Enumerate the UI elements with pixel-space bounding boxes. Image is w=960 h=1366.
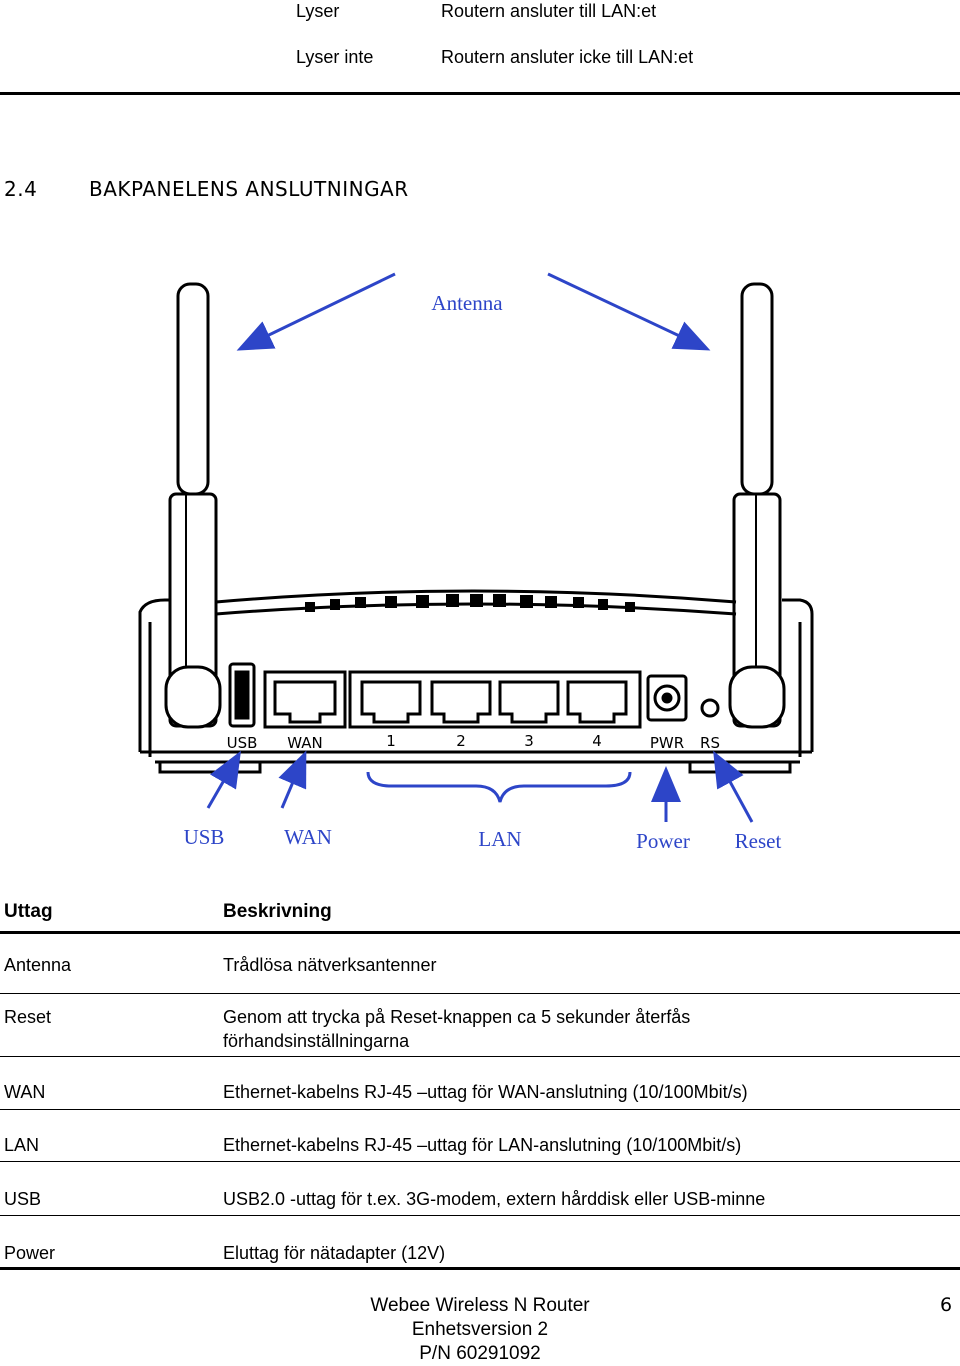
port-label-rs: RS: [700, 734, 720, 752]
table-row-desc: Trådlösa nätverksantenner: [223, 955, 437, 975]
callout-power: Power: [636, 829, 690, 853]
table-row-desc: USB2.0 -uttag för t.ex. 3G-modem, extern…: [223, 1189, 766, 1209]
table-row-port: WAN: [4, 1082, 46, 1102]
table-header-desc: Beskrivning: [223, 901, 332, 922]
section-heading: 2.4 BAKPANELENS ANSLUTNINGAR: [4, 177, 409, 201]
callout-lan: LAN: [478, 827, 521, 851]
power-jack: [646, 674, 688, 722]
usb-port: [228, 662, 256, 728]
table-row-desc: Ethernet-kabelns RJ-45 –uttag för LAN-an…: [223, 1135, 742, 1155]
port-label-3: 3: [524, 732, 534, 750]
table-header-port: Uttag: [4, 901, 53, 922]
led-row: [305, 594, 635, 612]
status-state-2: Lyser inte: [296, 47, 374, 67]
port-label-1: 1: [386, 732, 396, 750]
table-bottom-rule: [0, 1267, 960, 1270]
footer-version: Enhetsversion 2: [411, 1319, 549, 1340]
lan-ports: [348, 670, 642, 729]
status-state-1: Lyser: [296, 1, 340, 21]
port-label-4: 4: [592, 732, 602, 750]
left-antenna: [164, 282, 222, 729]
table-row-desc: Eluttag för nätadapter (12V): [223, 1243, 446, 1263]
footer-part-number: P/N 60291092: [419, 1343, 541, 1364]
status-meaning-2: Routern ansluter icke till LAN:et: [441, 47, 694, 67]
table-row-port: LAN: [4, 1135, 40, 1155]
port-label-usb: USB: [227, 734, 258, 752]
right-antenna: [728, 282, 786, 729]
port-label-2: 2: [456, 732, 466, 750]
port-label-pwr: PWR: [650, 734, 684, 752]
table-row-divider: [0, 1056, 960, 1057]
callout-antenna: Antenna: [431, 291, 503, 315]
page-number: 6: [940, 1294, 953, 1316]
table-row-desc-cont: förhandsinställningarna: [223, 1031, 410, 1051]
table-row-port: Reset: [4, 1007, 52, 1027]
table-row-desc: Genom att trycka på Reset-knappen ca 5 s…: [223, 1007, 691, 1027]
section-title: BAKPANELENS ANSLUTNINGAR: [89, 177, 409, 201]
callout-usb: USB: [184, 825, 225, 849]
status-meaning-1: Routern ansluter till LAN:et: [441, 1, 657, 21]
table-row-divider: [0, 1215, 960, 1216]
top-divider: [0, 92, 960, 95]
section-number: 2.4: [4, 177, 38, 201]
table-row-divider: [0, 1109, 960, 1110]
reset-hole: [700, 698, 720, 718]
table-header-rule: [0, 931, 960, 934]
table-row-port: Power: [4, 1243, 56, 1263]
footer-product: Webee Wireless N Router: [370, 1295, 590, 1316]
table-row-port: USB: [4, 1189, 42, 1209]
callout-wan: WAN: [284, 825, 332, 849]
callout-reset: Reset: [735, 829, 782, 853]
table-row-port: Antenna: [4, 955, 72, 975]
wan-port: [263, 670, 347, 729]
table-row-divider: [0, 993, 960, 994]
table-row-divider: [0, 1161, 960, 1162]
table-row-desc: Ethernet-kabelns RJ-45 –uttag för WAN-an…: [223, 1082, 748, 1102]
router-diagram: Antenna: [138, 272, 814, 853]
port-label-wan: WAN: [287, 734, 323, 752]
